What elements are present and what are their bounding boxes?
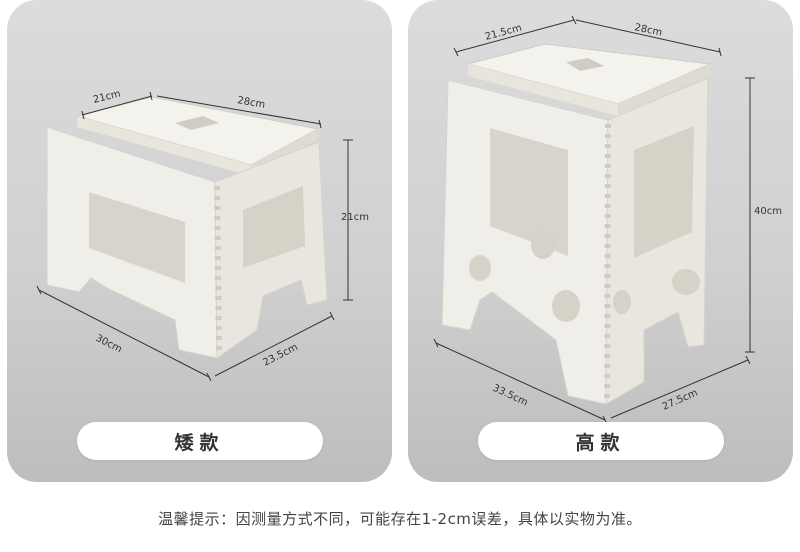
short-stool-card: 21cm 28cm 21cm 30cm 23.5cm 矮款: [7, 0, 392, 482]
short-stool-illustration: 21cm 28cm 21cm 30cm 23.5cm: [36, 88, 369, 382]
tall-stool-image: [441, 43, 712, 405]
short-stool-dimension-lines: [36, 91, 353, 382]
tall-stool-label: 高款: [477, 422, 724, 460]
short-top-width-label: 28cm: [236, 95, 265, 111]
tall-stool-card: 21.5cm 28cm 40cm 33.5cm 27.5cm 高款: [408, 0, 793, 482]
tall-base-depth-label: 27.5cm: [661, 387, 700, 412]
tall-stool-illustration: 21.5cm 28cm 40cm 33.5cm 27.5cm: [433, 15, 782, 425]
short-stool-label: 矮款: [76, 422, 323, 460]
short-base-depth-label: 23.5cm: [261, 342, 299, 369]
tall-stool-dimension-lines: [433, 15, 755, 425]
tall-top-depth-label: 21.5cm: [484, 23, 523, 43]
short-height-label: 21cm: [341, 212, 369, 223]
short-top-depth-label: 21cm: [92, 88, 122, 105]
tall-base-width-label: 33.5cm: [491, 383, 530, 409]
short-base-width-label: 30cm: [94, 333, 124, 355]
footer-note: 温馨提示：因测量方式不同，可能存在1-2cm误差，具体以实物为准。: [158, 510, 642, 528]
short-stool-image: [46, 96, 328, 359]
tall-height-label: 40cm: [754, 206, 782, 217]
